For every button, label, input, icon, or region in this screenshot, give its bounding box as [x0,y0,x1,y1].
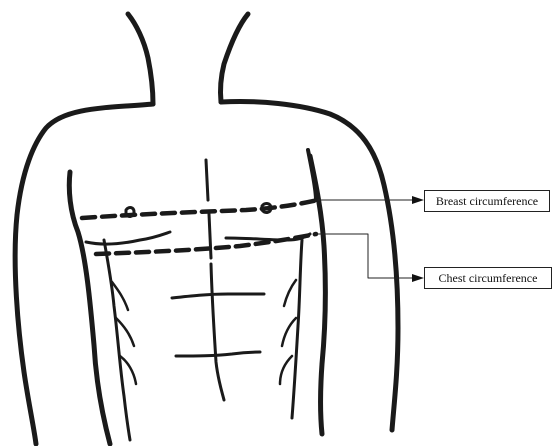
left-inner-arm-line [69,172,110,444]
neck-right-outline [220,14,248,102]
neck-left-outline [128,14,153,104]
rib-contour-right [280,280,296,384]
chest-leader-arrow [412,274,424,282]
ab-line-lower [176,352,260,356]
right-torso-side [292,240,302,418]
chest-measure-line [96,234,316,254]
breast-circumference-label: Breast circumference [424,190,550,212]
left-torso-side [104,240,130,440]
breast-leader-arrow [412,196,424,204]
breast-measure-line [82,200,318,218]
chest-circumference-label: Chest circumference [424,267,552,289]
left-pectoral-line [86,232,170,244]
body-midline [206,160,224,400]
ab-line-upper [172,294,264,298]
